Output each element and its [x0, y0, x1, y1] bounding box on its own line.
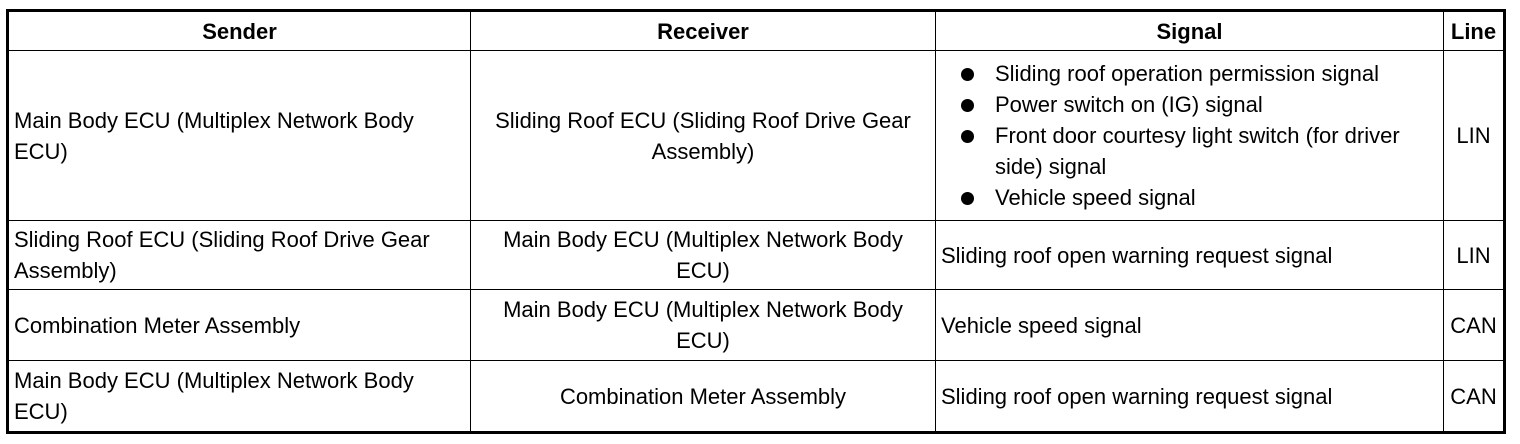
bullet-icon	[961, 192, 974, 205]
signal-item-text: Sliding roof operation permission signal	[995, 61, 1379, 86]
signal-list-item: Front door courtesy light switch (for dr…	[955, 120, 1439, 182]
table-row: Main Body ECU (Multiplex Network Body EC…	[7, 50, 1505, 221]
signal-item-text: Power switch on (IG) signal	[995, 92, 1263, 117]
cell-line: CAN	[1443, 360, 1505, 433]
signal-bullet-list: Sliding roof operation permission signal…	[941, 58, 1439, 213]
bullet-icon	[961, 99, 974, 112]
table-row: Combination Meter Assembly Main Body ECU…	[7, 289, 1505, 361]
cell-signal: Sliding roof operation permission signal…	[935, 50, 1444, 221]
header-receiver: Receiver	[470, 10, 936, 51]
signal-item-text: Vehicle speed signal	[995, 185, 1196, 210]
cell-signal: Vehicle speed signal	[935, 289, 1444, 361]
table-row: Sliding Roof ECU (Sliding Roof Drive Gea…	[7, 220, 1505, 290]
table-header-row: Sender Receiver Signal Line	[7, 10, 1505, 51]
cell-line: LIN	[1443, 220, 1505, 290]
cell-receiver: Main Body ECU (Multiplex Network Body EC…	[470, 289, 936, 361]
cell-line: CAN	[1443, 289, 1505, 361]
table-row: Main Body ECU (Multiplex Network Body EC…	[7, 360, 1505, 433]
cell-line: LIN	[1443, 50, 1505, 221]
cell-sender: Main Body ECU (Multiplex Network Body EC…	[7, 360, 471, 433]
cell-sender: Combination Meter Assembly	[7, 289, 471, 361]
cell-receiver: Main Body ECU (Multiplex Network Body EC…	[470, 220, 936, 290]
signal-list-item: Power switch on (IG) signal	[955, 89, 1439, 120]
signal-table: Sender Receiver Signal Line Main Body EC…	[6, 9, 1506, 434]
cell-signal: Sliding roof open warning request signal	[935, 360, 1444, 433]
cell-signal: Sliding roof open warning request signal	[935, 220, 1444, 290]
bullet-icon	[961, 68, 974, 81]
header-line: Line	[1443, 10, 1505, 51]
signal-table-container: Sender Receiver Signal Line Main Body EC…	[6, 9, 1506, 434]
header-signal: Signal	[935, 10, 1444, 51]
cell-sender: Main Body ECU (Multiplex Network Body EC…	[7, 50, 471, 221]
cell-sender: Sliding Roof ECU (Sliding Roof Drive Gea…	[7, 220, 471, 290]
signal-list-item: Sliding roof operation permission signal	[955, 58, 1439, 89]
bullet-icon	[961, 130, 974, 143]
cell-receiver: Combination Meter Assembly	[470, 360, 936, 433]
signal-item-text: Front door courtesy light switch (for dr…	[995, 123, 1400, 179]
signal-list-item: Vehicle speed signal	[955, 182, 1439, 213]
cell-receiver: Sliding Roof ECU (Sliding Roof Drive Gea…	[470, 50, 936, 221]
header-sender: Sender	[7, 10, 471, 51]
